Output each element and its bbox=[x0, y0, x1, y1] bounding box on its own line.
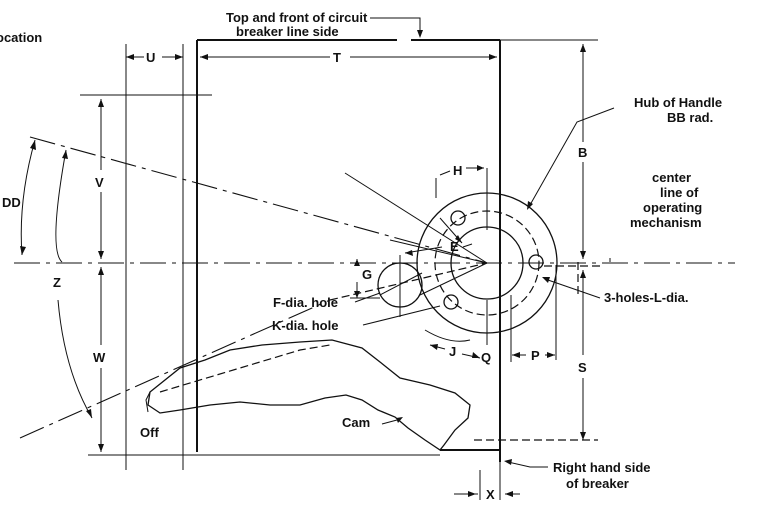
mounting-hole-upper bbox=[450, 210, 466, 226]
dim-j: J bbox=[449, 344, 456, 359]
dim-s: S bbox=[578, 360, 587, 375]
dim-x: X bbox=[486, 487, 495, 502]
dim-u: U bbox=[146, 50, 155, 65]
right-hand-side-label-2: of breaker bbox=[566, 476, 629, 491]
center-line-label-1: center bbox=[652, 170, 691, 185]
center-line-label-3: operating bbox=[643, 200, 702, 215]
dim-g: G bbox=[362, 267, 372, 282]
location-label-fragment: ocation bbox=[0, 30, 42, 45]
mounting-hole-right bbox=[528, 254, 544, 270]
dimension-letters: U T B V DD Z W S H E G J Q P X bbox=[2, 50, 587, 502]
text-labels: ocation Top and front of circuit breaker… bbox=[0, 10, 722, 491]
right-hand-side-label-1: Right hand side bbox=[553, 460, 651, 475]
top-front-label-line2: breaker line side bbox=[236, 24, 339, 39]
center-line-label-4: mechanism bbox=[630, 215, 702, 230]
top-front-label-line1: Top and front of circuit bbox=[226, 10, 368, 25]
dim-h: H bbox=[453, 163, 462, 178]
dim-w: W bbox=[93, 350, 106, 365]
center-line-label-2: line of bbox=[660, 185, 699, 200]
hub-label-line2: BB rad. bbox=[667, 110, 713, 125]
breaker-outline bbox=[196, 39, 501, 500]
dim-q: Q bbox=[481, 350, 491, 365]
dim-dd: DD bbox=[2, 195, 21, 210]
dim-z: Z bbox=[53, 275, 61, 290]
hub-label-line1: Hub of Handle bbox=[634, 95, 722, 110]
left-reference-lines bbox=[80, 44, 440, 470]
k-hole-label: K-dia. hole bbox=[272, 318, 338, 333]
cam-and-handle-outline bbox=[145, 339, 471, 451]
three-holes-label: 3-holes-L-dia. bbox=[604, 290, 689, 305]
dimension-lines bbox=[20, 44, 586, 500]
dim-v: V bbox=[95, 175, 104, 190]
handle-lines bbox=[19, 136, 488, 439]
right-reference-lines bbox=[474, 39, 611, 441]
mounting-hole-lower bbox=[443, 294, 459, 310]
dim-b: B bbox=[578, 145, 587, 160]
f-hole-label: F-dia. hole bbox=[273, 295, 338, 310]
cam-label: Cam bbox=[342, 415, 370, 430]
leader-lines bbox=[354, 17, 615, 468]
dim-e: E bbox=[450, 239, 459, 254]
dim-p: P bbox=[531, 348, 540, 363]
dim-t: T bbox=[333, 50, 341, 65]
off-label: Off bbox=[140, 425, 159, 440]
